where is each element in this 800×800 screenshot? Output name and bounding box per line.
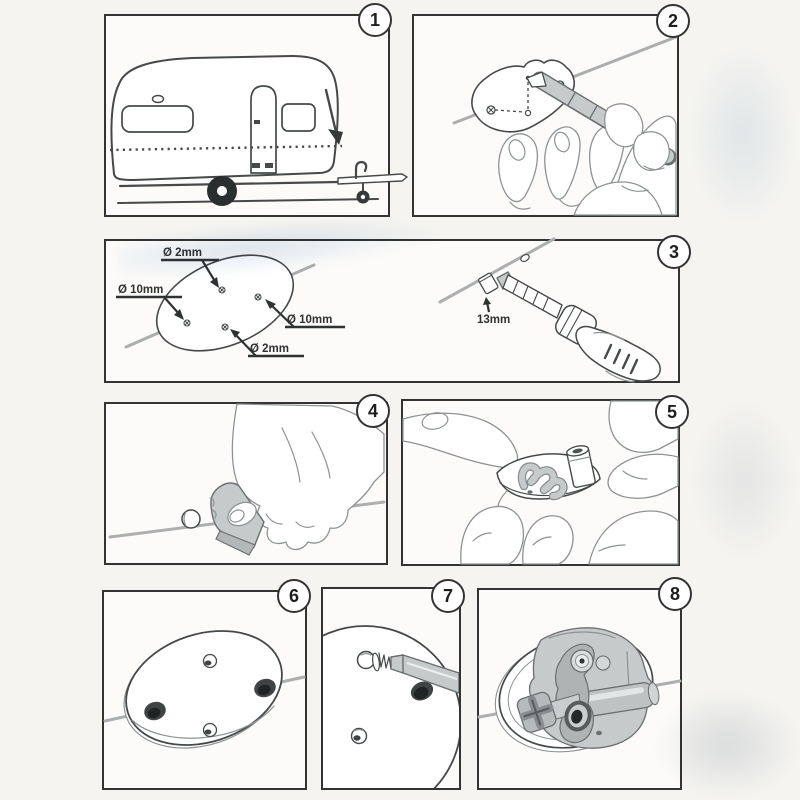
wall-plug <box>478 272 499 295</box>
phillips-screw-boss <box>516 691 557 733</box>
pointer-arrow <box>324 88 338 134</box>
svg-text:Ø 2mm: Ø 2mm <box>250 343 289 355</box>
watermark-smudge <box>688 40 798 230</box>
drawbar <box>337 173 408 185</box>
step-badge-4: 4 <box>356 394 390 428</box>
adhesive-tube <box>566 445 596 489</box>
drill-body <box>554 304 661 383</box>
step-badge-5: 5 <box>655 395 689 429</box>
step-8-illustration <box>477 627 682 753</box>
layout-dashed-lines <box>494 82 529 113</box>
pilot-hole-top <box>202 653 218 669</box>
large-hole-left <box>144 701 166 721</box>
panel-step-4: 4 <box>104 394 390 565</box>
screwdriver-shaft <box>390 654 459 694</box>
hand <box>231 403 385 551</box>
panel-step-1: 1 <box>104 3 408 217</box>
caravan-front-window <box>121 105 194 133</box>
dimension-label-left: Ø 10mm <box>116 284 184 320</box>
gripping-fingers <box>604 103 670 192</box>
step-badge-3: 3 <box>657 235 691 269</box>
mounting-height-dotted-line <box>109 144 343 152</box>
step-badge-8: 8 <box>658 577 692 611</box>
mounting-plate-closeup <box>323 625 459 788</box>
left-index-finger <box>402 412 519 469</box>
dimension-label-right: Ø 10mm <box>265 299 345 329</box>
breakaway-cable-2 <box>438 237 556 304</box>
door-handle <box>254 120 260 124</box>
step-badge-2: 2 <box>656 4 690 38</box>
dimension-label-drill-depth: 13mm <box>477 297 510 326</box>
large-hole-right <box>254 678 276 698</box>
left-curled-fingers <box>460 505 574 565</box>
cable-bead <box>520 253 530 263</box>
adhesive-bead <box>517 462 568 501</box>
panel-step-5: 5 <box>401 395 689 566</box>
caravan-door <box>250 85 277 174</box>
ground-line <box>117 198 379 204</box>
pilot-hole-bottom <box>202 722 218 738</box>
mounting-plate <box>125 630 283 746</box>
dimension-label-bottom: Ø 2mm <box>230 329 304 358</box>
screw <box>356 650 393 672</box>
caravan-rear-window <box>281 103 316 132</box>
right-hand <box>588 400 679 565</box>
guide-ring <box>595 655 611 671</box>
panel-step-6: 6 <box>102 579 311 790</box>
step-1-illustration <box>109 55 408 206</box>
caravan-vent <box>151 94 165 104</box>
grommet-hole <box>564 700 592 732</box>
dimension-label-top: Ø 2mm <box>161 247 219 288</box>
drill-bit <box>502 274 563 319</box>
scraper-blade <box>215 530 256 556</box>
step-badge-1: 1 <box>358 3 392 37</box>
pulley <box>570 649 594 673</box>
step-5-illustration <box>402 400 679 565</box>
step-6-illustration <box>103 630 306 749</box>
panel-step-2: 2 <box>412 4 690 217</box>
caravan-illustration <box>109 55 408 206</box>
pilot-hole <box>350 727 368 745</box>
svg-text:Ø 10mm: Ø 10mm <box>118 284 163 296</box>
panel-step-3: Ø 2mm Ø 10mm Ø 10mm Ø 2mm <box>104 235 691 383</box>
step-4-illustration <box>108 403 386 556</box>
panel-step-7: 7 <box>321 579 465 790</box>
svg-text:Ø 10mm: Ø 10mm <box>287 314 332 326</box>
hitch-coupling <box>354 160 368 180</box>
thumb <box>227 501 257 527</box>
drill-point-marks <box>183 286 262 331</box>
svg-text:Ø 2mm: Ø 2mm <box>163 247 202 259</box>
svg-text:13mm: 13mm <box>477 314 510 326</box>
panel-step-8: 8 <box>477 577 692 790</box>
large-hole <box>410 681 434 701</box>
cable-bead <box>181 509 201 529</box>
watermark-smudge <box>690 395 798 565</box>
tensioner-barrel <box>578 682 660 717</box>
step-2-illustration <box>452 35 678 216</box>
step-badge-7: 7 <box>431 579 465 613</box>
step-badge-6: 6 <box>277 579 311 613</box>
step-7-illustration <box>323 625 459 788</box>
step-3-illustration: Ø 2mm Ø 10mm Ø 10mm Ø 2mm <box>116 237 661 383</box>
